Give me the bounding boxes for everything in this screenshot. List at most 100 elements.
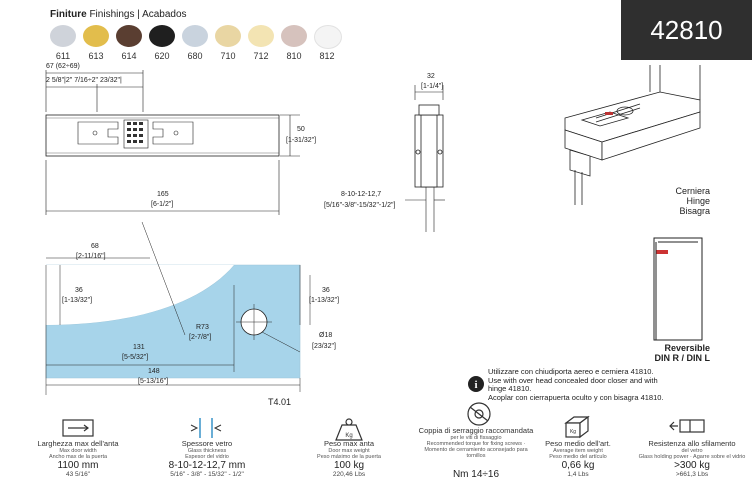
info-text-it: Utilizzare con chiudiporta aereo e cerni… xyxy=(488,367,654,376)
spec-subtitle-es: Peso máximo de la puerta xyxy=(317,454,381,460)
spec-title: Peso max anta xyxy=(323,439,375,448)
weight-icon xyxy=(335,418,363,441)
swatch-label: 620 xyxy=(154,51,170,61)
finishings-title: Finiture Finishings | Acabados xyxy=(50,9,187,20)
glass-thickness-arrows xyxy=(190,424,222,432)
spec-value-imperial: 1,4 Lbs xyxy=(567,471,589,478)
spec-subtitle: Average item weight xyxy=(553,448,603,454)
spec-subtitle-es: Espesor del vidrio xyxy=(185,454,229,460)
swatch-614 xyxy=(116,25,142,47)
tempered-label: T4.01 xyxy=(268,397,292,407)
info-text: Utilizzare con chiudiporta aereo e cerni… xyxy=(488,367,738,402)
info-icon xyxy=(468,376,484,392)
reversible-label: Reversible DIN R / DIN L xyxy=(630,343,711,363)
dim-cut-36-mm: 36 xyxy=(75,287,83,294)
swatch-label: 614 xyxy=(121,51,137,61)
info-text-en2: hinge 41810. xyxy=(488,384,532,393)
dim-height-in: [1-31/32"] xyxy=(286,137,317,144)
spec-subtitle: del vetro xyxy=(681,448,703,454)
swatch-label: 812 xyxy=(319,51,335,61)
spec-subtitle-es: Peso medio del artículo xyxy=(549,454,607,460)
hinge-label-it: Cerniera xyxy=(675,186,710,196)
holding-power-icon xyxy=(669,419,705,433)
swatch-label: 611 xyxy=(55,51,71,61)
spec-subtitle-es: Recommended torque for fixing screws · M… xyxy=(424,441,528,459)
svg-text:Kg: Kg xyxy=(570,429,576,435)
spec-value: 100 kg xyxy=(333,460,365,471)
spec-value-imperial: 220,46 Lbs xyxy=(332,471,366,478)
spec-value: 0,66 kg xyxy=(561,460,595,471)
hinge-label-en: Hinge xyxy=(686,196,710,206)
dim-side-mm: 32 xyxy=(427,73,435,80)
dim-cut-131-in: [5-5/32"] xyxy=(122,354,149,361)
swatch-810 xyxy=(281,25,307,47)
dim-glass-mm: 8-10-12-12,7 xyxy=(341,191,382,198)
swatch-label: 680 xyxy=(187,51,203,61)
swatch-812 xyxy=(314,25,342,49)
dim-length-in: [6-1/2"] xyxy=(151,201,174,208)
spec-subtitle-es: Glass holding power · Agarre sobre el vi… xyxy=(638,454,746,460)
hinge-label-es: Bisagra xyxy=(679,206,710,216)
svg-text:Kg: Kg xyxy=(345,433,352,439)
spec-subtitle: Glass thickness xyxy=(187,448,227,454)
spec-value: >300 kg xyxy=(674,460,710,471)
dim-cut-131-mm: 131 xyxy=(133,344,145,351)
swatch-712 xyxy=(248,25,274,47)
spec-subtitle-es: Ancho max de la puerta xyxy=(48,454,108,460)
dim-cut-36b-mm: 36 xyxy=(322,287,330,294)
finishings-title-main: Finiture xyxy=(50,9,87,20)
spec-value: 1100 mm xyxy=(57,460,99,471)
item-weight-icon xyxy=(564,415,590,439)
spec-title: Resistenza allo sfilamento xyxy=(648,439,736,448)
hinge-3d-render xyxy=(564,65,701,205)
svg-text:i: i xyxy=(474,379,477,391)
reversible-line2: DIN R / DIN L xyxy=(654,353,711,363)
spec-subtitle: Max door width xyxy=(59,448,97,454)
spec-value: Nm 14÷16 xyxy=(452,469,500,480)
dim-cut-68-in: [2-11/16"] xyxy=(76,253,106,260)
spec-subtitle: Door max weight xyxy=(328,448,370,454)
spec-value-imperial: 5/16" - 3/8" - 15/32" - 1/2" xyxy=(170,471,244,478)
dim-height-mm: 50 xyxy=(297,126,305,133)
spec-value-imperial: >661,3 Lbs xyxy=(675,471,709,478)
reversible-line1: Reversible xyxy=(664,343,710,353)
dim-diameter-mm: Ø18 xyxy=(319,332,333,339)
dim-cut-148-in: [5-13/16"] xyxy=(138,378,169,385)
finishings-subtitle: Finishings | Acabados xyxy=(89,9,187,20)
side-view xyxy=(414,104,444,188)
swatch-680 xyxy=(182,25,208,47)
dim-top-parts: 2 5/8"|2" 7/16÷2" 23/32"| xyxy=(46,77,122,84)
dim-radius-mm: R73 xyxy=(196,324,209,331)
spec-title: Coppia di serraggio raccomandata xyxy=(418,426,534,435)
swatch-613 xyxy=(83,25,109,47)
spec-value: 8-10-12-12,7 mm xyxy=(168,460,246,471)
dim-diameter-in: [23/32"] xyxy=(312,343,336,350)
dim-length-mm: 165 xyxy=(157,191,169,198)
top-view-plate xyxy=(77,121,194,145)
spec-title: Peso medio dell'art. xyxy=(545,439,611,448)
spec-title: Spessore vetro xyxy=(181,439,233,448)
swatch-620 xyxy=(149,25,175,47)
dim-cut-148-mm: 148 xyxy=(148,368,160,375)
swatch-710 xyxy=(215,25,241,47)
top-view-center-block xyxy=(123,119,149,149)
dim-glass-in: [5/16"-3/8"-15/32"-1/2"] xyxy=(324,202,396,209)
dim-radius-in: [2-7/8"] xyxy=(189,334,212,341)
swatch-label: 613 xyxy=(88,51,104,61)
dim-cut-68-mm: 68 xyxy=(91,243,99,250)
spec-title: Larghezza max dell'anta xyxy=(37,439,119,448)
info-text-es: Acoplar con cierrapuerta oculto y con bi… xyxy=(488,392,664,402)
dim-cut-36b-in: [1-13/32"] xyxy=(309,297,340,304)
swatch-label: 810 xyxy=(286,51,302,61)
hinge-label: Cerniera Hinge Bisagra xyxy=(640,186,710,216)
swatch-611 xyxy=(50,25,76,47)
glass-thickness-icon xyxy=(199,418,213,438)
swatch-label: 712 xyxy=(253,51,269,61)
info-text-en: Use with over head concealed door closer… xyxy=(488,375,658,385)
